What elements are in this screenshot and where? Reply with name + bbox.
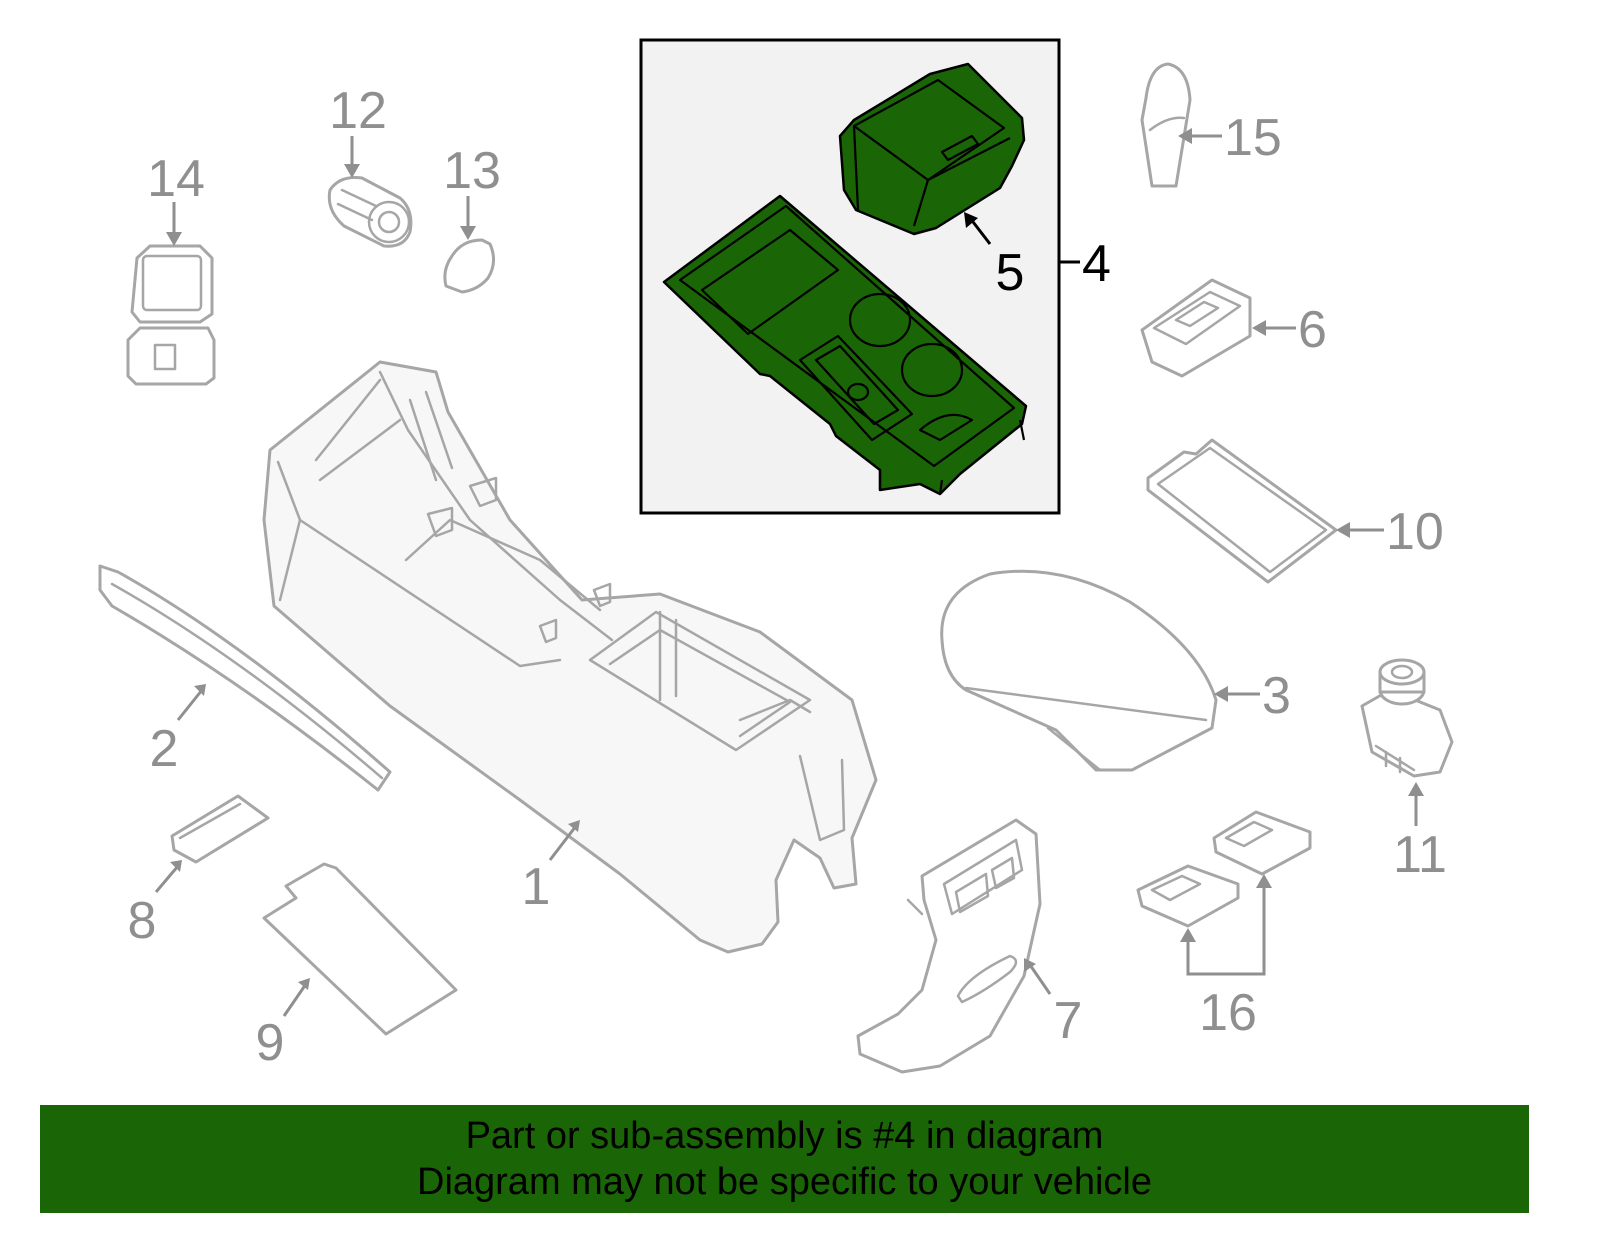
- banner-line-1: Part or sub-assembly is #4 in diagram: [465, 1115, 1104, 1157]
- callout-5: 5: [964, 212, 1024, 302]
- part-3[interactable]: [940, 569, 1218, 772]
- callout-9: 9: [256, 978, 310, 1072]
- svg-text:11: 11: [1393, 826, 1447, 884]
- part-11[interactable]: [1360, 658, 1454, 778]
- callout-12: 12: [329, 82, 387, 178]
- part-10[interactable]: [1146, 438, 1338, 584]
- callout-3: 3: [1214, 667, 1291, 725]
- part-9[interactable]: [262, 862, 458, 1036]
- banner-line-2: Diagram may not be specific to your vehi…: [417, 1161, 1152, 1203]
- part-15[interactable]: [1140, 62, 1192, 188]
- svg-text:16: 16: [1199, 984, 1257, 1042]
- callout-13: 13: [443, 142, 501, 240]
- callout-11: 11: [1393, 782, 1447, 884]
- part-12[interactable]: [327, 176, 413, 248]
- svg-text:8: 8: [128, 892, 157, 950]
- part-13[interactable]: [443, 238, 495, 294]
- svg-text:5: 5: [996, 244, 1025, 302]
- callout-14: 14: [147, 150, 205, 246]
- svg-text:15: 15: [1224, 109, 1282, 167]
- part-8[interactable]: [170, 794, 270, 864]
- callout-6: 6: [1252, 301, 1327, 359]
- part-1[interactable]: [262, 360, 878, 954]
- callout-10: 10: [1336, 503, 1444, 561]
- info-banner: Part or sub-assembly is #4 in diagram Di…: [40, 1105, 1529, 1213]
- callout-15: 15: [1178, 109, 1282, 167]
- part-5[interactable]: [838, 62, 1026, 236]
- svg-text:14: 14: [147, 150, 205, 208]
- part-4[interactable]: [662, 194, 1028, 496]
- svg-text:3: 3: [1262, 667, 1291, 725]
- callout-8: 8: [128, 860, 182, 950]
- callout-7: 7: [1024, 958, 1082, 1050]
- svg-text:10: 10: [1386, 503, 1444, 561]
- callout-2: 2: [150, 684, 206, 778]
- part-6[interactable]: [1140, 278, 1252, 378]
- part-14[interactable]: [126, 244, 216, 386]
- svg-text:1: 1: [522, 858, 551, 916]
- svg-text:12: 12: [329, 82, 387, 140]
- callout-4: 4: [1060, 235, 1111, 293]
- svg-text:9: 9: [256, 1014, 285, 1072]
- svg-text:13: 13: [443, 142, 501, 200]
- part-2[interactable]: [98, 564, 392, 792]
- svg-text:7: 7: [1054, 992, 1083, 1050]
- callout-1: 1: [522, 820, 580, 916]
- part-7[interactable]: [856, 818, 1042, 1074]
- svg-text:2: 2: [150, 720, 179, 778]
- part-16[interactable]: [1136, 810, 1312, 928]
- svg-text:4: 4: [1082, 235, 1111, 293]
- callout-16: 16: [1180, 874, 1272, 1042]
- svg-text:6: 6: [1298, 301, 1327, 359]
